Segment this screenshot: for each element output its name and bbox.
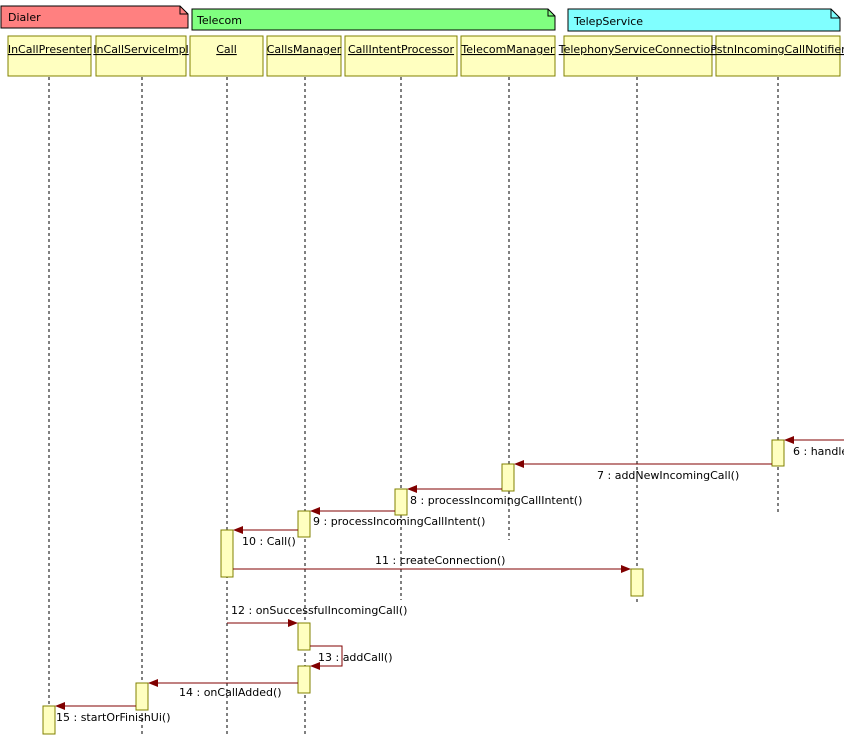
lifeline-dashes	[48, 77, 779, 735]
package-label: Telecom	[196, 14, 242, 27]
message-label: 6 : handleN	[793, 445, 844, 458]
activation-bar	[297, 665, 311, 694]
package-label: TelepService	[573, 15, 643, 28]
lifeline-telephonyserviceconnection[interactable]: TelephonyServiceConnection	[558, 35, 718, 77]
activation-bar	[630, 568, 644, 597]
lifeline-callsmanager[interactable]: CallsManager	[266, 35, 342, 77]
activation-bar	[771, 439, 785, 467]
activation-bar	[394, 488, 408, 516]
package-label: Dialer	[8, 11, 41, 24]
lifeline-label: InCallServiceImpl	[93, 43, 188, 56]
message-label: 14 : onCallAdded()	[179, 686, 282, 699]
message-arrow-self[interactable]	[310, 645, 343, 670]
lifeline-pstnincomingcallnotifier[interactable]: PstnIncomingCallNotifier	[710, 35, 844, 77]
message-label: 13 : addCall()	[318, 651, 393, 664]
message-label: 11 : createConnection()	[375, 554, 505, 567]
lifeline-label: TelephonyServiceConnection	[558, 43, 718, 56]
message-labels: 6 : handleN 7 : addNewIncomingCall() 8 :…	[56, 445, 844, 724]
message-label: 15 : startOrFinishUi()	[56, 711, 171, 724]
package-telepservice[interactable]: TelepService	[567, 8, 841, 32]
activation-bar	[135, 682, 149, 711]
lifeline-label: PstnIncomingCallNotifier	[710, 43, 844, 56]
lifeline-label: TelecomManager	[460, 43, 555, 56]
activation-bar	[501, 463, 515, 492]
activation-bar	[220, 529, 234, 578]
lifeline-incallpresenter[interactable]: InCallPresenter	[7, 35, 92, 77]
lifeline-label: Call	[216, 43, 237, 56]
package-dialer[interactable]: Dialer	[0, 5, 189, 29]
lifeline-telecommanager[interactable]: TelecomManager	[460, 35, 556, 77]
messages	[55, 436, 844, 710]
message-label: 7 : addNewIncomingCall()	[597, 469, 739, 482]
lifeline-incallserviceimpl[interactable]: InCallServiceImpl	[93, 35, 189, 77]
lifeline-call[interactable]: Call	[189, 35, 264, 77]
activation-bar	[42, 705, 56, 735]
lifeline-label: CallsManager	[267, 43, 342, 56]
activation-bars	[42, 439, 785, 735]
lifeline-callintentprocessor[interactable]: CallIntentProcessor	[344, 35, 458, 77]
message-label: 10 : Call()	[242, 535, 296, 548]
activation-bar	[297, 510, 311, 538]
lifeline-label: InCallPresenter	[8, 43, 92, 56]
message-label: 9 : processIncomingCallIntent()	[313, 515, 485, 528]
message-label: 8 : processIncomingCallIntent()	[410, 494, 582, 507]
message-label: 12 : onSuccessfulIncomingCall()	[231, 604, 407, 617]
activation-bar	[297, 622, 311, 651]
package-telecom[interactable]: Telecom	[191, 8, 556, 31]
lifeline-label: CallIntentProcessor	[348, 43, 455, 56]
